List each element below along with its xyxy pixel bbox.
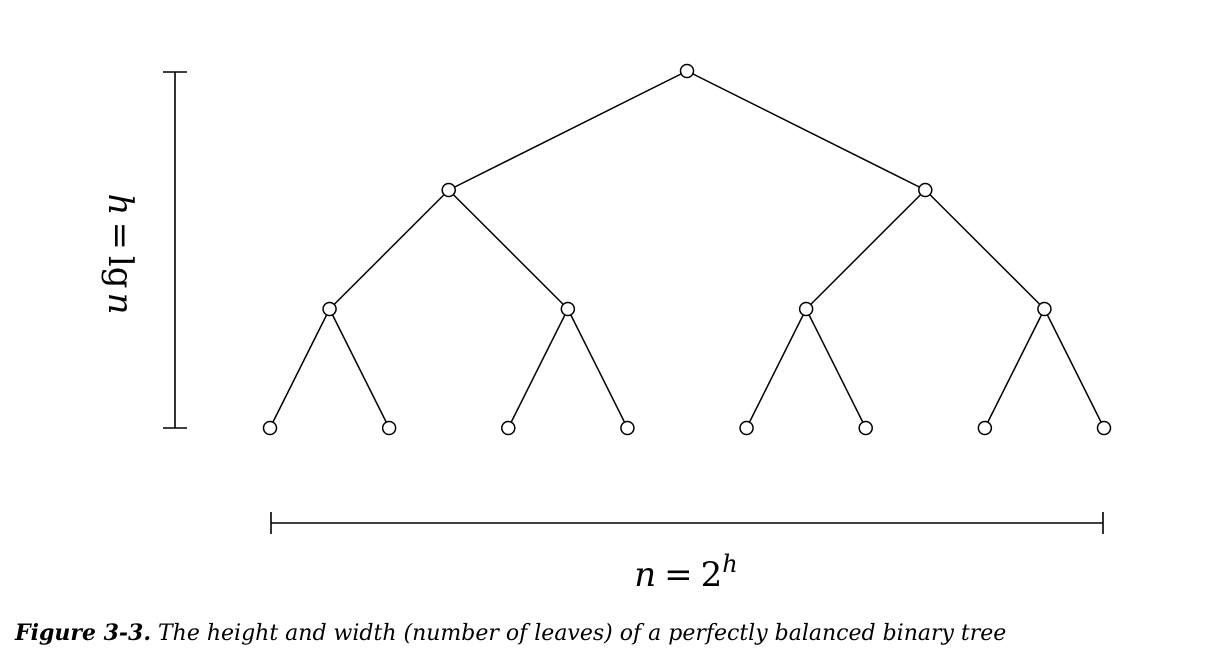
- tree-edge: [448, 70, 688, 191]
- tree-node: [441, 182, 456, 198]
- tree-nodes: [262, 63, 1112, 436]
- width-label: n=2h: [634, 550, 738, 595]
- leaf-node: [381, 420, 397, 436]
- tree-edge: [269, 308, 331, 429]
- height-label-eq: =: [100, 221, 140, 250]
- tree-edge: [507, 308, 569, 429]
- tree-edge: [448, 189, 569, 310]
- height-label-var: h: [100, 194, 140, 216]
- width-label-eq: =: [664, 555, 693, 595]
- figure-label: Figure 3-3.: [15, 620, 152, 646]
- tree-edge: [567, 308, 629, 429]
- leaf-node: [858, 420, 873, 436]
- tree-edges: [269, 70, 1105, 429]
- width-label-var: n: [634, 555, 656, 595]
- width-indicator: n=2h: [270, 512, 1104, 595]
- leaf-node: [977, 420, 993, 436]
- leaf-node: [262, 420, 278, 436]
- tree-edge: [686, 70, 926, 191]
- tree-node: [798, 301, 814, 317]
- width-label-exp: h: [722, 550, 737, 578]
- tree: [262, 63, 1112, 436]
- root-node: [679, 63, 695, 79]
- tree-edge: [1043, 308, 1105, 429]
- leaf-node: [739, 420, 754, 436]
- figure-caption: Figure 3-3. The height and width (number…: [15, 620, 1006, 646]
- leaf-node: [620, 420, 635, 436]
- tree-edge: [984, 308, 1046, 429]
- tree-edge: [745, 308, 807, 429]
- width-label-base: 2: [701, 555, 723, 595]
- leaf-node: [1096, 420, 1112, 436]
- leaf-node: [501, 420, 516, 436]
- tree-node: [322, 301, 337, 317]
- tree-node: [1037, 301, 1052, 317]
- tree-edge: [329, 189, 450, 310]
- tree-edge: [328, 308, 390, 429]
- tree-node: [918, 182, 933, 198]
- height-indicator: h = lg n: [100, 71, 187, 429]
- height-label-fn: lg: [100, 256, 140, 289]
- tree-edge: [805, 308, 867, 429]
- binary-tree-diagram: h=lgn n=2h: [100, 63, 1112, 595]
- tree-edge: [924, 189, 1045, 310]
- figure-caption-text: The height and width (number of leaves) …: [151, 621, 1007, 646]
- tree-edge: [805, 189, 926, 310]
- height-label-arg: n: [100, 293, 140, 315]
- tree-node: [560, 301, 576, 317]
- height-label: h = lg n: [100, 194, 140, 315]
